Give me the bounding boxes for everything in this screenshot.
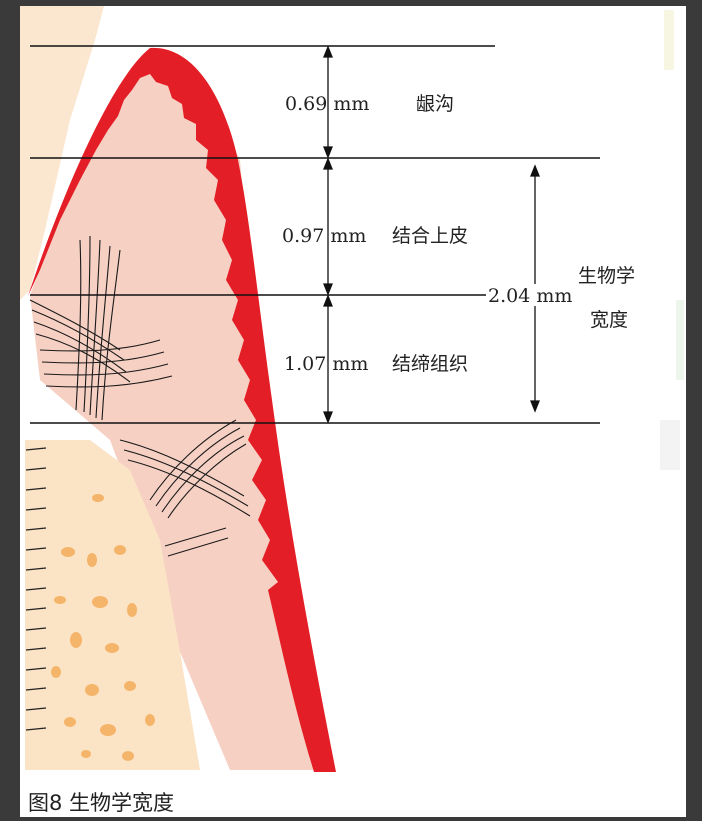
total-name-line1: 生物学 bbox=[578, 265, 635, 287]
epithelium-name-label: 结合上皮 bbox=[392, 225, 468, 247]
figure-caption: 图8 生物学宽度 bbox=[28, 791, 174, 815]
connective-value-label: 1.07 mm bbox=[284, 353, 368, 375]
connective-name-label: 结缔组织 bbox=[392, 353, 468, 375]
epithelium-value-label: 0.97 mm bbox=[282, 225, 366, 247]
total-name-line2: 宽度 bbox=[590, 309, 628, 331]
total-value-label: 2.04 mm bbox=[488, 285, 572, 307]
sulcus-value-label: 0.69 mm bbox=[285, 93, 369, 115]
sulcus-name-label: 龈沟 bbox=[416, 93, 454, 115]
